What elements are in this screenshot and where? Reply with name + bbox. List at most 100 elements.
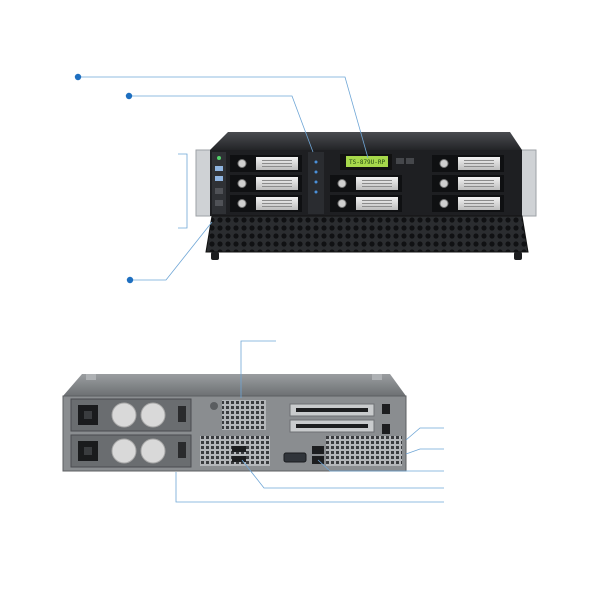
psu-1-fan-b-icon — [140, 402, 166, 428]
rear-callouts — [175, 340, 444, 503]
lcd-enter-button[interactable] — [406, 158, 414, 164]
leader-line-esata-1 — [405, 427, 444, 441]
callout-dot-buttons[interactable] — [125, 92, 133, 100]
leader-line-vent — [240, 340, 276, 398]
drive-tray[interactable] — [330, 175, 402, 192]
leader-line-psu — [175, 472, 444, 503]
lcd-text: TS-879U-RP — [349, 159, 386, 166]
tray-grip-line — [464, 163, 494, 164]
leader-line-tray — [130, 221, 213, 281]
tray-grip-line — [464, 203, 494, 204]
drive-tray[interactable] — [432, 195, 504, 212]
reset-button[interactable] — [210, 402, 218, 410]
tray-grip-line — [464, 160, 494, 161]
leader-line-lan — [317, 459, 444, 472]
tray-grip-line — [464, 200, 494, 201]
tray-grip-line — [362, 203, 392, 204]
leader-line-esata-2 — [405, 448, 444, 455]
status-led-1-icon — [314, 160, 318, 164]
rear-vent-right — [326, 436, 402, 466]
pcie-slot-1-opening — [296, 408, 368, 412]
usb-port-rear-1[interactable] — [232, 446, 246, 452]
tray-grip-line — [262, 200, 292, 201]
status-led-4-icon — [314, 190, 318, 194]
chassis-top — [210, 132, 522, 150]
tray-lock-icon — [237, 199, 247, 208]
tray-lock-icon — [337, 179, 347, 188]
tray-grip-line — [262, 203, 292, 204]
drive-tray[interactable] — [432, 155, 504, 172]
tray-lock-icon — [237, 159, 247, 168]
status-led-2-icon — [314, 170, 318, 174]
tray-lock-icon — [439, 179, 449, 188]
psu-1-fan-a-icon — [111, 402, 137, 428]
tray-grip-line — [262, 180, 292, 181]
lcd-panel — [346, 156, 388, 167]
rear-rack-ear-left — [86, 374, 96, 380]
tray-grip-line — [262, 206, 292, 207]
tray-grip-line — [362, 200, 392, 201]
lan-port-1[interactable] — [312, 446, 324, 454]
tray-grip-line — [362, 183, 392, 184]
rear-vent-upper — [222, 400, 266, 430]
tray-grip-line — [464, 180, 494, 181]
bracket-front-ports — [178, 153, 188, 229]
tray-grip-line — [262, 163, 292, 164]
lcd-select-button[interactable] — [396, 158, 404, 164]
tray-grip-line — [362, 186, 392, 187]
tray-grip-line — [464, 183, 494, 184]
psu-1-switch[interactable] — [178, 406, 186, 422]
usb-port-rear-2[interactable] — [232, 456, 246, 462]
leader-line-usb — [241, 459, 444, 489]
front-nas-unit: TS-879U-RP — [195, 132, 537, 260]
left-rack-ear — [195, 149, 213, 217]
right-rack-ear — [519, 149, 537, 217]
callout-dot-tray[interactable] — [126, 276, 134, 284]
usb-port-front-1[interactable] — [215, 166, 223, 171]
front-mesh-shelf — [205, 215, 529, 253]
callout-dot-lcd[interactable] — [74, 73, 82, 81]
esata-port-2[interactable] — [382, 424, 390, 434]
drive-tray[interactable] — [432, 175, 504, 192]
power-button[interactable] — [215, 200, 223, 206]
right-foot — [514, 252, 522, 260]
tray-grip-line — [362, 180, 392, 181]
drive-tray[interactable] — [230, 195, 302, 212]
pcie-slot-2-opening — [296, 424, 368, 428]
tray-grip-line — [362, 206, 392, 207]
tray-lock-icon — [439, 199, 449, 208]
psu-2-fan-a-icon — [111, 438, 137, 464]
rear-nas-unit — [62, 374, 407, 472]
drive-tray[interactable] — [230, 175, 302, 192]
tray-lock-icon — [439, 159, 449, 168]
power-socket-2-pins — [84, 447, 92, 455]
tray-grip-line — [262, 166, 292, 167]
tray-grip-line — [464, 206, 494, 207]
tray-grip-line — [464, 186, 494, 187]
tray-lock-icon — [337, 199, 347, 208]
drive-tray[interactable] — [330, 195, 402, 212]
psu-2-fan-b-icon — [140, 438, 166, 464]
front-callouts — [78, 76, 369, 281]
drive-tray[interactable] — [230, 155, 302, 172]
power-led-icon — [217, 156, 221, 160]
usb-port-front-2[interactable] — [215, 176, 223, 181]
tray-grip-line — [262, 160, 292, 161]
copy-button[interactable] — [215, 188, 223, 194]
vga-port[interactable] — [283, 452, 307, 463]
left-foot — [211, 252, 219, 260]
drive-bays — [230, 155, 504, 212]
rear-rack-ear-right — [372, 374, 382, 380]
psu-2-switch[interactable] — [178, 442, 186, 458]
tray-lock-icon — [237, 179, 247, 188]
tray-grip-line — [262, 183, 292, 184]
leader-line-lcd — [78, 76, 369, 159]
tray-grip-line — [262, 186, 292, 187]
rear-chassis-top — [63, 374, 406, 396]
tray-grip-line — [464, 166, 494, 167]
status-led-3-icon — [314, 180, 318, 184]
esata-port-1[interactable] — [382, 404, 390, 414]
leader-line-buttons — [129, 95, 314, 153]
